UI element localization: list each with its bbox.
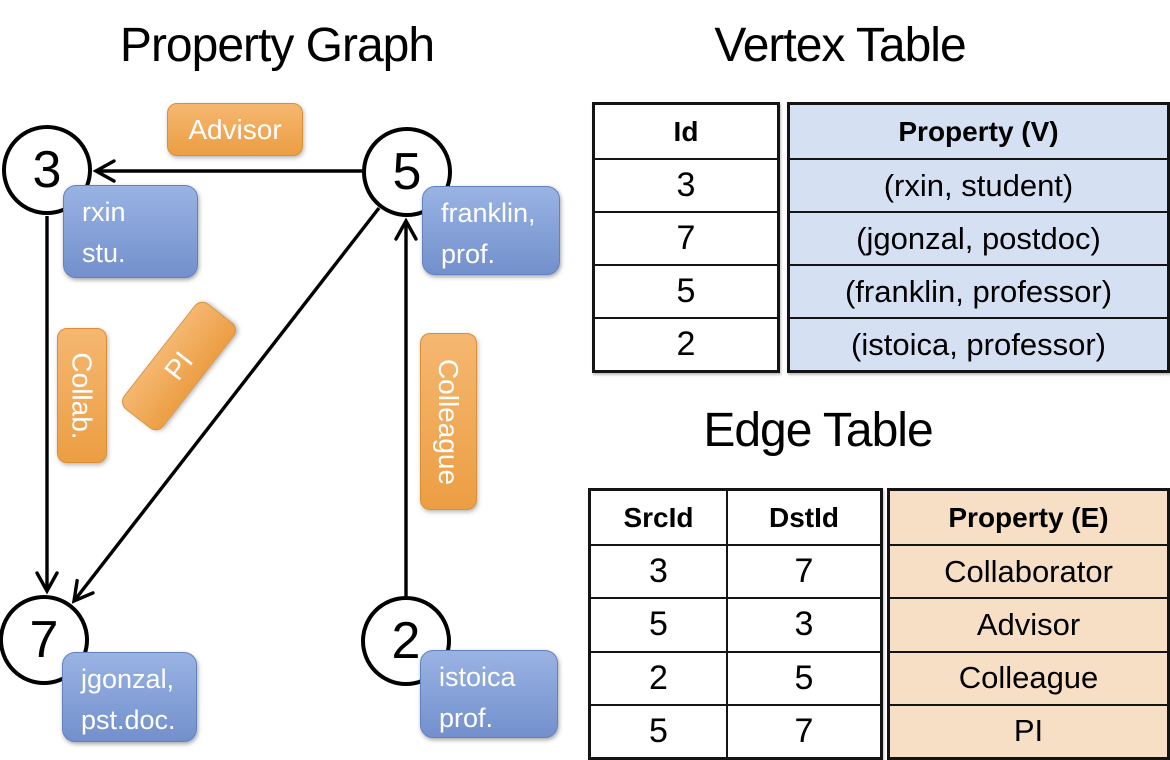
edge-table-srcid-cell: 3	[591, 544, 728, 598]
edge-table-dstid-cell: 3	[728, 597, 880, 650]
edge-table-title: Edge Table	[703, 404, 933, 457]
vertex-table-property-header: Property (V)	[898, 115, 1059, 147]
edge-table-property-cell: Collaborator	[890, 544, 1167, 597]
node-2-id: 2	[391, 612, 421, 670]
vertex-label-jgonzal-line1: jgonzal,	[81, 664, 175, 694]
edge-table-srcid-cell: 2	[591, 650, 728, 704]
vertex-table-id-cell: 2	[595, 317, 777, 370]
edge-table-property-column: Property (E) Collaborator Advisor Collea…	[887, 488, 1170, 760]
vertex-label-jgonzal: jgonzal, pst.doc.	[62, 652, 197, 742]
graph-node-2: 2	[361, 596, 451, 686]
vertex-table-property-cell: (rxin, student)	[790, 158, 1167, 211]
edge-table-property-cell: Advisor	[890, 597, 1167, 650]
edge-label-colleague: Colleague	[420, 333, 477, 510]
edge-table-property-header: Property (E)	[948, 501, 1109, 533]
vertex-table-id-header: Id	[673, 115, 699, 147]
property-graph-title: Property Graph	[119, 19, 435, 72]
edge-label-collab-text: Collab.	[67, 351, 99, 440]
vertex-table-id-cell: 7	[595, 211, 777, 264]
vertex-table-id-cell: 5	[595, 264, 777, 317]
vertex-label-rxin: rxin stu.	[63, 185, 198, 278]
node-7-id: 7	[29, 611, 59, 669]
edge-label-advisor-text: Advisor	[188, 113, 282, 145]
vertex-table-property-cell: (jgonzal, postdoc)	[790, 211, 1167, 264]
vertex-label-istoica: istoica prof.	[420, 650, 558, 738]
vertex-label-istoica-line1: istoica	[439, 662, 516, 692]
vertex-table-property-cell: (franklin, professor)	[790, 264, 1167, 317]
edge-label-collab: Collab.	[57, 328, 107, 463]
graph-edges-layer	[35, 159, 418, 604]
vertex-label-franklin-line1: franklin,	[441, 198, 536, 228]
vertex-label-franklin: franklin, prof.	[422, 186, 560, 275]
edge-table-property-cell: Colleague	[890, 650, 1167, 704]
vertex-label-rxin-line1: rxin	[82, 197, 126, 227]
edge-table-dstid-cell: 5	[728, 650, 880, 704]
vertex-label-rxin-line2: stu.	[82, 237, 126, 268]
vertex-table-property-cell: (istoica, professor)	[790, 317, 1167, 370]
vertex-label-jgonzal-line2: pst.doc.	[81, 704, 176, 735]
node-3-id: 3	[32, 141, 62, 199]
vertex-table-title: Vertex Table	[714, 19, 966, 72]
edge-table-property-cell: PI	[890, 703, 1167, 757]
vertex-table-id-column: Id 3 7 5 2	[592, 102, 780, 373]
vertex-label-istoica-line2: prof.	[439, 702, 494, 733]
vertex-table-id-cell: 3	[595, 158, 777, 211]
edge-table-id-columns: SrcId DstId 3 7 5 3 2 5 5 7	[588, 488, 883, 760]
edge-label-pi-text: PI	[158, 345, 199, 386]
vertex-table-property-column: Property (V) (rxin, student) (jgonzal, p…	[787, 102, 1170, 373]
edge-table-dstid-header: DstId	[769, 501, 839, 533]
edge-label-advisor: Advisor	[167, 103, 303, 156]
edge-table-dstid-cell: 7	[728, 703, 880, 757]
graph-node-5: 5	[362, 127, 452, 217]
edge-label-colleague-text: Colleague	[433, 358, 465, 485]
edge-table-srcid-cell: 5	[591, 703, 728, 757]
edge-arrow-pi-5-to-7	[71, 206, 381, 604]
edge-table-srcid-cell: 5	[591, 597, 728, 651]
vertex-label-franklin-line2: prof.	[441, 238, 496, 269]
edge-table-srcid-header: SrcId	[591, 491, 728, 545]
edge-table-dstid-cell: 7	[728, 544, 880, 597]
node-5-id: 5	[392, 143, 422, 201]
